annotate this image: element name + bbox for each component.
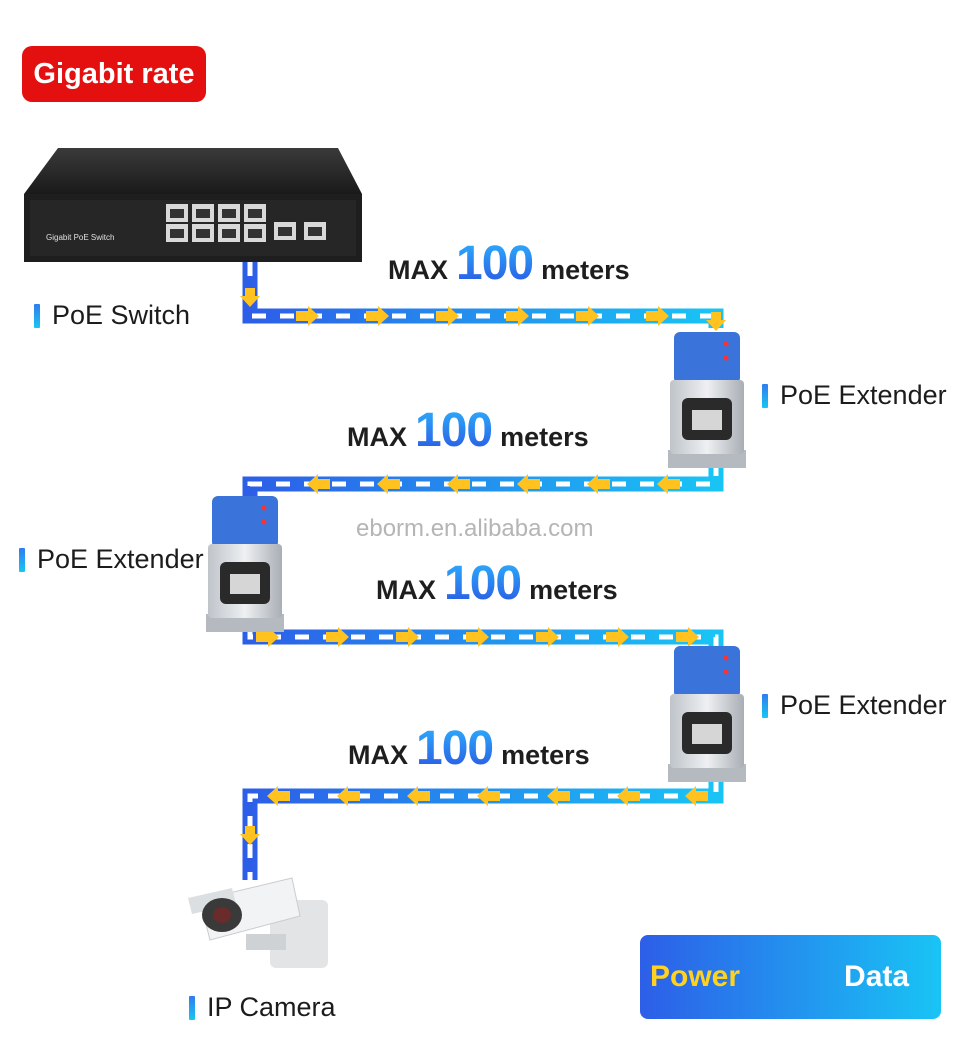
- poe-extender-label-3: PoE Extender: [762, 690, 947, 721]
- switch-model-text: Gigabit PoE Switch: [46, 233, 114, 242]
- poe-extender-device-3: [668, 646, 746, 782]
- ip-camera-device: [188, 877, 328, 968]
- poe-switch-label: PoE Switch: [34, 300, 190, 331]
- power-data-legend: Power Data: [640, 935, 941, 1019]
- poe-extender-label-2: PoE Extender: [19, 544, 204, 575]
- cable-segment-2: [242, 462, 724, 498]
- poe-switch-device: Gigabit PoE Switch: [24, 148, 362, 262]
- gigabit-rate-badge: Gigabit rate: [22, 46, 206, 102]
- watermark-text: eborm.en.alibaba.com: [356, 515, 594, 542]
- ip-camera-label: IP Camera: [189, 992, 336, 1023]
- power-arrows: [240, 288, 726, 845]
- poe-extender-device-1: [668, 332, 746, 468]
- legend-power-label: Power: [650, 960, 741, 993]
- poe-extender-label-1: PoE Extender: [762, 380, 947, 411]
- poe-extender-device-2: [206, 496, 284, 632]
- legend-data-label: Data: [844, 960, 910, 993]
